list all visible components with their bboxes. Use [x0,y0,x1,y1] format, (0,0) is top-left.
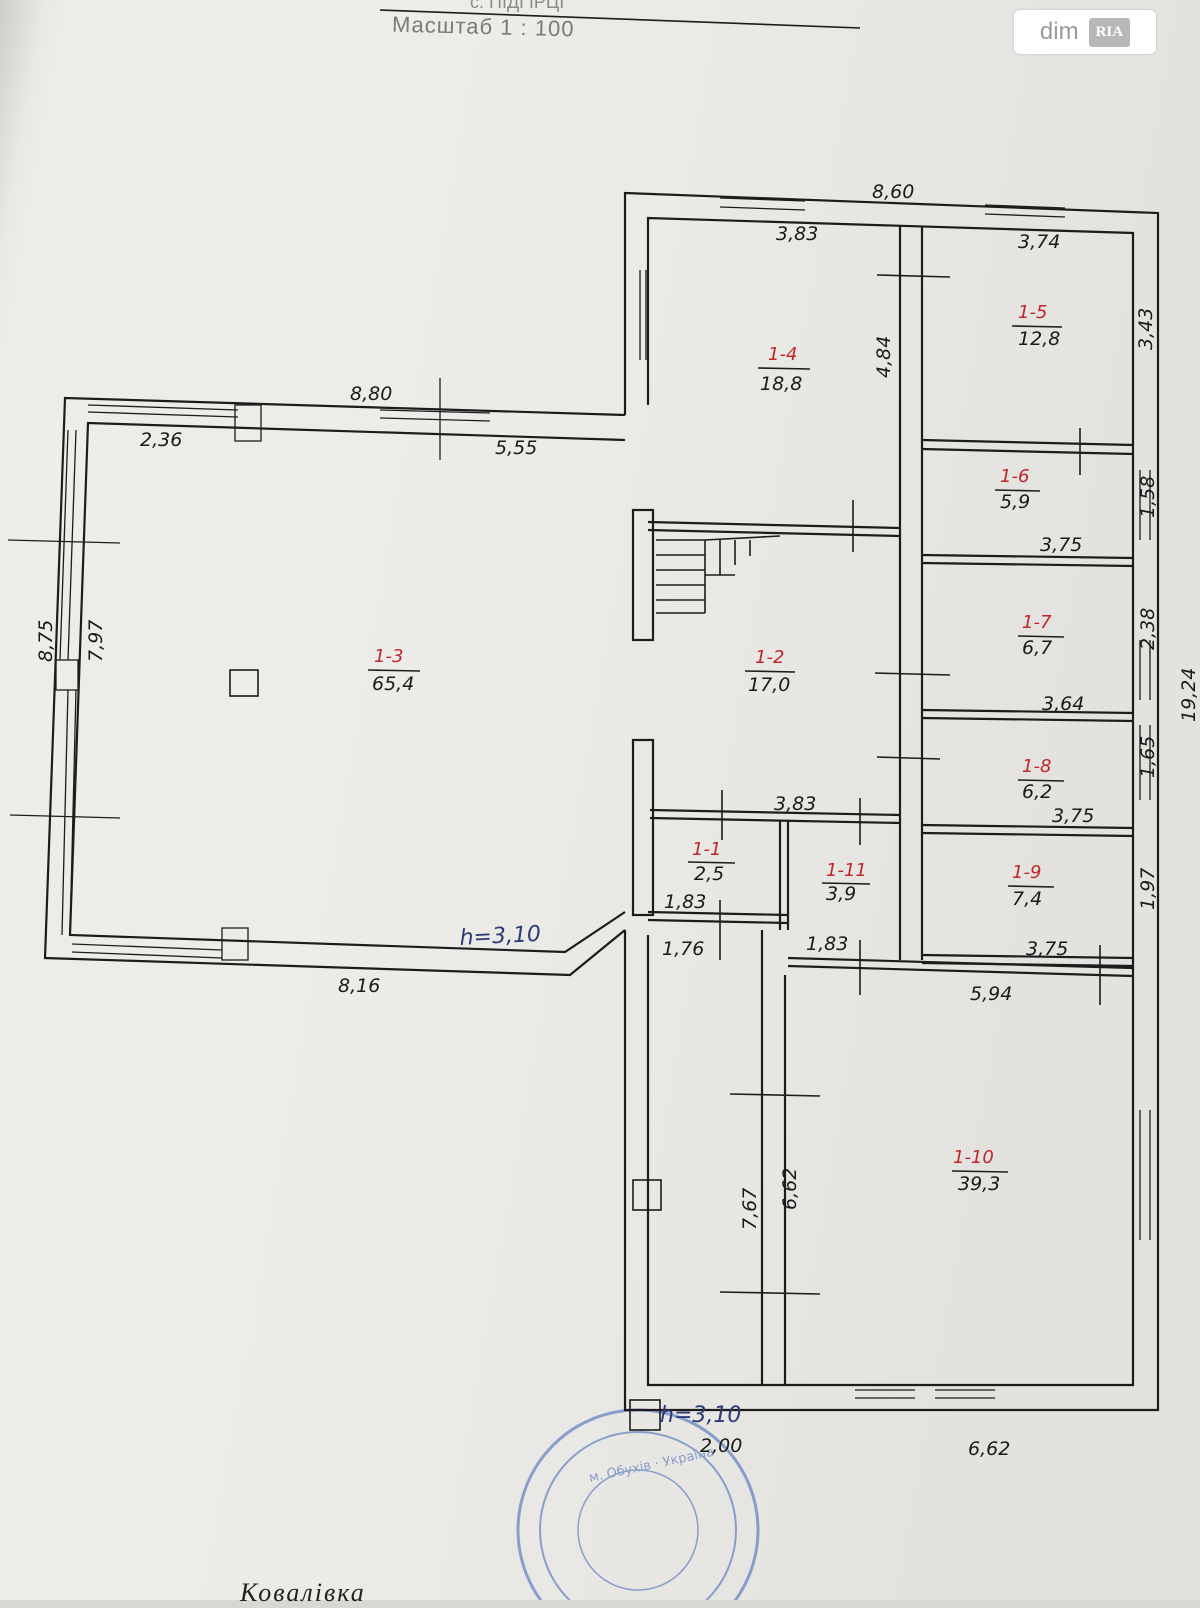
room-1-8-code: 1-8 [1022,756,1051,777]
room-1-9-area: 7,4 [1012,888,1042,910]
svg-text:м. Обухів · Україна: м. Обухів · Україна [588,1445,716,1486]
dim-room-1-7-depth: 2,38 [1137,608,1159,650]
dimension-labels: 8,60 3,83 3,74 4,84 3,43 8,80 2,36 5,55 … [35,181,1200,1460]
room-1-11-area: 3,9 [826,883,856,905]
dim-room-1-11-width: 1,83 [806,933,848,955]
room-labels: 1-4 18,8 1-5 12,8 1-6 5,9 1-7 6,7 1-8 6,… [367,302,1065,1195]
room-1-1-code: 1-1 [692,839,721,860]
room-1-8-area: 6,2 [1022,781,1052,803]
room-1-7-area: 6,7 [1022,637,1052,659]
room-1-10-code: 1-10 [953,1147,994,1168]
column-marker [229,669,259,697]
room-1-4-code: 1-4 [768,344,797,365]
dim-room-1-4-width: 3,83 [776,223,818,245]
dim-bottom-right: 6,62 [968,1438,1010,1460]
top-windows [639,197,1151,1399]
plan-title: с. ПІДГІРЦІ [470,0,565,12]
ceiling-height-lower: h=3,10 [660,1403,741,1428]
dim-room-1-6-depth: 1,58 [1137,476,1159,518]
room-1-5-code: 1-5 [1018,302,1047,323]
dim-hall-1-1-width: 1,83 [664,891,706,913]
left-wing-inner [68,421,626,954]
interior-walls [631,226,1134,1385]
dim-left-outer: 8,75 [35,620,57,662]
room-1-1-area: 2,5 [694,863,724,885]
dim-room-1-8-depth: 1,65 [1137,736,1159,778]
dim-room-1-10-top: 5,94 [970,983,1012,1005]
room-1-11-code: 1-11 [826,860,867,881]
dim-room-1-9-width: 3,75 [1026,938,1068,960]
room-1-2-code: 1-2 [755,647,784,668]
dim-room-1-4-depth: 4,84 [873,336,895,378]
dim-left-inner: 7,97 [85,620,107,662]
dim-room-1-5-depth: 3,43 [1135,308,1157,350]
upper-block-inner [646,216,1135,1387]
room-1-6-code: 1-6 [1000,466,1029,487]
dim-room-1-8-width: 3,75 [1052,805,1094,827]
room-1-2-area: 17,0 [748,674,790,696]
dim-top-overall: 8,60 [872,181,914,203]
staircase [656,535,781,614]
dim-room-1-6-width: 3,75 [1040,534,1082,556]
watermark-badge: RIA [1088,17,1131,47]
dim-room-1-5-width: 3,74 [1018,231,1060,253]
door-markers [719,274,1101,1295]
dim-corridor-width: 3,83 [774,793,816,815]
room-1-9-code: 1-9 [1012,862,1041,883]
corner-marker [629,1399,661,1431]
ceiling-height-upper: h=3,10 [459,922,542,951]
dim-room-1-10-height: 6,62 [779,1168,801,1210]
left-wing-outline [43,396,626,977]
dim-right-overall: 19,24 [1178,668,1200,722]
room-1-3-area: 65,4 [372,673,414,695]
upper-block-outline [623,191,1160,1412]
footer-handwriting: Ковалівка [240,1578,366,1607]
chimney-marker [632,1179,662,1211]
dim-wing-top-left: 2,36 [140,429,182,451]
dim-lower-left-height: 7,67 [739,1188,761,1230]
dim-wing-top: 8,80 [350,383,392,405]
dim-wing-bottom: 8,16 [338,975,380,997]
room-1-4-area: 18,8 [760,373,802,395]
dim-room-1-7-width: 3,64 [1042,693,1084,715]
dim-bottom-left: 2,00 [700,1435,742,1457]
room-1-5-area: 12,8 [1018,328,1060,350]
dimria-watermark: dim RIA [1014,10,1156,54]
header-underline [379,9,861,29]
room-1-7-code: 1-7 [1022,612,1052,633]
room-1-6-area: 5,9 [1000,491,1030,513]
watermark-brand: dim [1039,18,1079,45]
dim-wing-top-right: 5,55 [495,437,537,459]
dim-hall-1-1-lower: 1,76 [662,938,704,960]
left-wing-windows [7,378,491,961]
room-1-3-code: 1-3 [374,646,403,667]
dim-room-1-9-depth: 1,97 [1137,868,1159,910]
room-1-10-area: 39,3 [958,1173,1000,1195]
